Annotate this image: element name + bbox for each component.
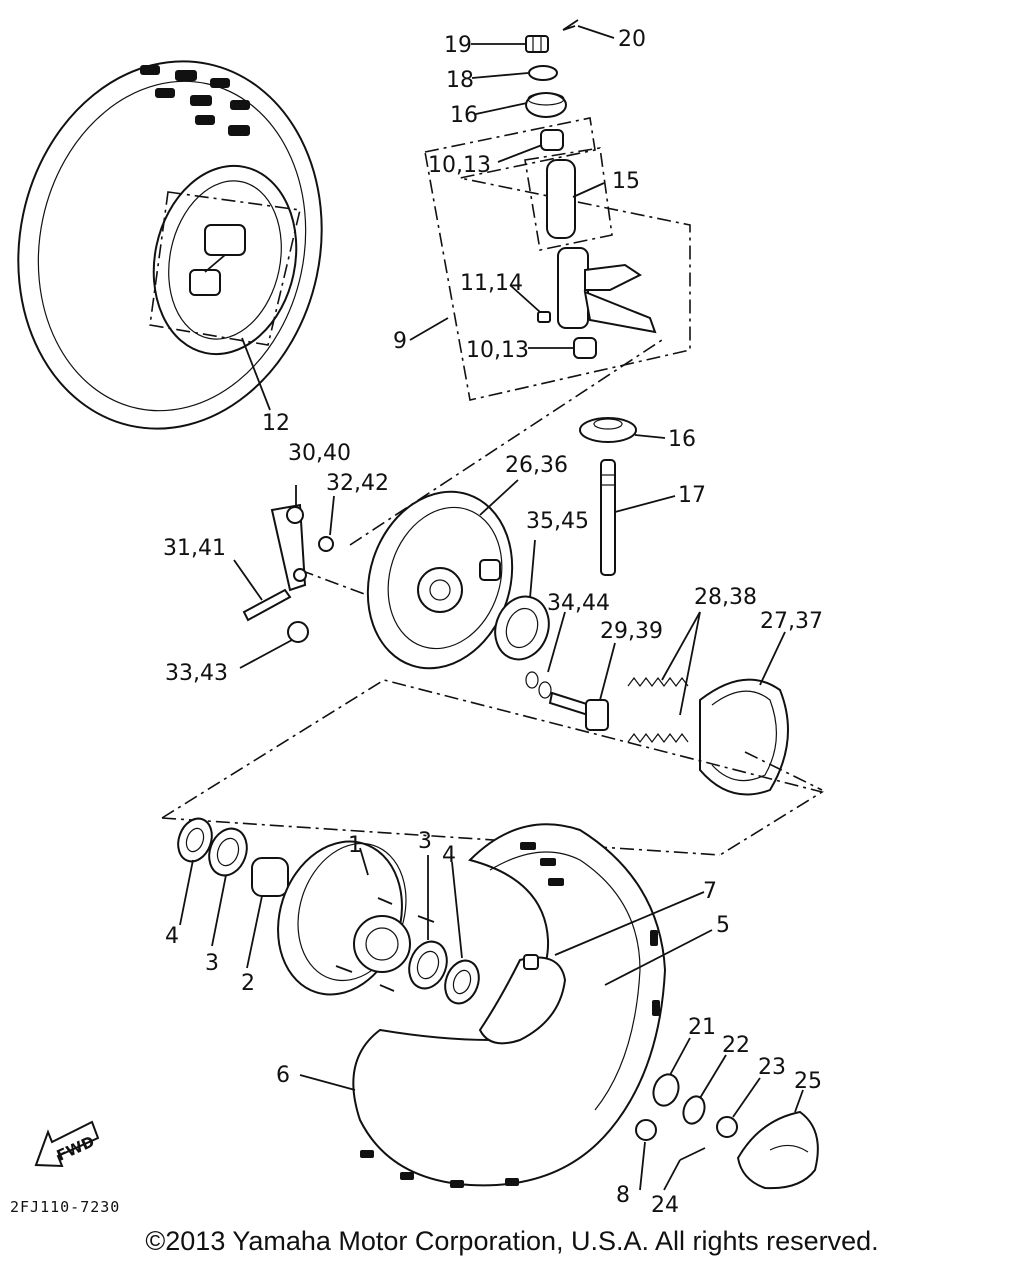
callout-27-37: 27,37 xyxy=(760,609,823,634)
callout-20: 20 xyxy=(618,27,646,52)
callout-5: 5 xyxy=(716,913,730,938)
hub-assembly-illustration xyxy=(161,679,825,1190)
callout-35-45: 35,45 xyxy=(526,509,589,534)
upper-bushing xyxy=(540,129,564,151)
indicator-plate xyxy=(287,621,309,643)
king-pin-bolt xyxy=(600,459,616,576)
fwd-arrow-icon: FWD xyxy=(34,1120,100,1168)
callout-26-36: 26,36 xyxy=(505,453,568,478)
callout-16-upper: 16 xyxy=(450,103,478,128)
callout-7: 7 xyxy=(703,879,717,904)
callout-25: 25 xyxy=(794,1069,822,1094)
callout-21: 21 xyxy=(688,1015,716,1040)
knuckle-assembly-illustration xyxy=(424,19,691,576)
steering-knuckle xyxy=(557,247,657,334)
callout-1: 1 xyxy=(348,833,362,858)
callout-23: 23 xyxy=(758,1055,786,1080)
air-valve xyxy=(523,954,539,970)
dust-seal-lower xyxy=(579,417,637,443)
castle-nut xyxy=(525,35,549,53)
hub-cap xyxy=(736,1110,819,1190)
callout-32-42: 32,42 xyxy=(326,471,389,496)
lower-bushing xyxy=(573,337,597,359)
callout-30-40: 30,40 xyxy=(288,441,351,466)
callout-labels: 19 20 18 16 10,13 15 11,14 9 10,13 12 16… xyxy=(163,27,823,1218)
brake-camshaft-lever xyxy=(270,503,307,592)
callout-17: 17 xyxy=(678,483,706,508)
oil-seal-left xyxy=(177,817,213,863)
o-rings xyxy=(525,671,552,699)
leader-lines xyxy=(179,25,804,1191)
dust-seal-upper xyxy=(525,92,567,118)
tire-hub-knuckle xyxy=(189,224,246,296)
callout-22: 22 xyxy=(722,1033,750,1058)
axle-nut xyxy=(716,1116,738,1138)
callout-3-right: 3 xyxy=(418,829,432,854)
callout-33-43: 33,43 xyxy=(165,661,228,686)
collar xyxy=(652,1073,680,1107)
brake-shoes xyxy=(699,678,789,796)
callout-12: 12 xyxy=(262,411,290,436)
callout-18: 18 xyxy=(446,68,474,93)
callout-15: 15 xyxy=(612,169,640,194)
hub-cotter-pin xyxy=(679,1147,706,1161)
tire-assembly-illustration xyxy=(17,60,323,430)
callout-16-lower: 16 xyxy=(668,427,696,452)
copyright-notice: ©2013 Yamaha Motor Corporation, U.S.A. A… xyxy=(145,1226,879,1256)
callout-11-14: 11,14 xyxy=(460,271,523,296)
oil-seal-right xyxy=(444,959,480,1005)
callout-31-41: 31,41 xyxy=(163,536,226,561)
callout-10-13-lower: 10,13 xyxy=(466,338,529,363)
callout-28-38: 28,38 xyxy=(694,585,757,610)
plain-washer xyxy=(528,65,558,81)
callout-34-44: 34,44 xyxy=(547,591,610,616)
washer xyxy=(682,1095,706,1125)
bearing-left xyxy=(208,827,248,877)
callout-4-left: 4 xyxy=(165,924,179,949)
callout-10-13-upper: 10,13 xyxy=(428,153,491,178)
callout-2: 2 xyxy=(241,971,255,996)
wheel-hub-drum xyxy=(277,840,435,996)
grease-nipple xyxy=(537,311,551,323)
callout-29-39: 29,39 xyxy=(600,619,663,644)
oil-seal-ring xyxy=(494,595,550,661)
return-springs xyxy=(627,677,689,743)
diagram-reference-code: 2FJ110-7230 xyxy=(10,1198,120,1216)
lever-nut xyxy=(318,536,334,552)
cotter-pin xyxy=(562,19,579,31)
lever-bolt xyxy=(242,588,292,622)
collar-tube xyxy=(546,159,576,239)
callout-6: 6 xyxy=(276,1063,290,1088)
callout-24: 24 xyxy=(651,1193,679,1218)
callout-19: 19 xyxy=(444,33,472,58)
brake-assembly-illustration xyxy=(242,339,823,796)
wheel-nut xyxy=(635,1119,657,1141)
bearing-right xyxy=(408,940,448,990)
spacer xyxy=(251,857,289,897)
callout-3-left: 3 xyxy=(205,951,219,976)
brake-camshaft xyxy=(548,691,609,731)
callout-8: 8 xyxy=(616,1183,630,1208)
callout-9: 9 xyxy=(393,329,407,354)
callout-4-right: 4 xyxy=(442,843,456,868)
brake-shoe-plate xyxy=(366,490,514,670)
